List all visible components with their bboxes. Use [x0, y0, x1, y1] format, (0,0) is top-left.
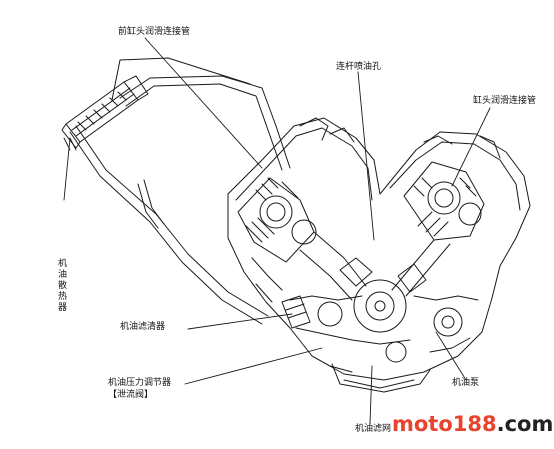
label-conrod-oil-jet: 连杆喷油孔: [336, 62, 382, 72]
watermark-suffix: .com: [496, 412, 554, 436]
label-oil-pump: 机油泵: [452, 378, 480, 388]
watermark-brand: moto188: [392, 412, 497, 436]
label-oil-cooler: 机油散热器: [57, 259, 67, 313]
label-oil-pressure-regulator: 机油压力调节器: [108, 378, 172, 388]
label-front-head-lube-pipe: 前缸头润滑连接管: [118, 27, 191, 37]
label-oil-filter: 机油滤清器: [120, 322, 166, 332]
leader-lines: [63, 37, 491, 425]
engine-outline: [227, 117, 531, 393]
label-oil-strainer: 机油滤网: [355, 424, 392, 434]
oil-cooler-drawing: [61, 57, 291, 325]
watermark: moto188.com: [392, 412, 553, 436]
label-relief-valve: 【泄流阀】: [108, 390, 154, 400]
label-head-lube-pipe: 缸头润滑连接管: [473, 96, 537, 106]
